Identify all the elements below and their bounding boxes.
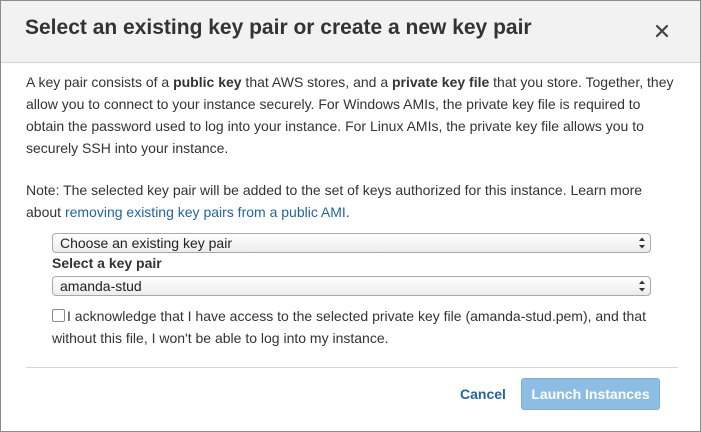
select-key-pair-label: Select a key pair — [52, 255, 162, 271]
private-key-file-term: private key file — [392, 74, 490, 90]
dialog-header: Select an existing key pair or create a … — [1, 1, 700, 63]
keypair-select[interactable]: amanda-stud — [52, 276, 651, 296]
close-icon — [655, 24, 669, 38]
acknowledge-row: I acknowledge that I have access to the … — [52, 305, 652, 349]
acknowledge-text: I acknowledge that I have access to the … — [52, 308, 646, 346]
launch-instances-button[interactable]: Launch Instances — [521, 378, 660, 410]
footer-divider — [26, 367, 678, 368]
keypair-mode-select[interactable]: Choose an existing key pair — [52, 233, 651, 253]
close-button[interactable] — [649, 16, 675, 46]
note-paragraph: Note: The selected key pair will be adde… — [26, 182, 643, 220]
removing-key-pairs-link[interactable]: removing existing key pairs from a publi… — [64, 204, 346, 220]
intro-paragraph: A key pair consists of a public key that… — [26, 74, 674, 156]
select-arrows-icon — [639, 280, 645, 292]
cancel-button[interactable]: Cancel — [460, 386, 506, 402]
acknowledge-checkbox[interactable] — [52, 309, 65, 322]
dialog-title: Select an existing key pair or create a … — [25, 16, 532, 39]
keypair-mode-value: Choose an existing key pair — [60, 235, 232, 251]
select-arrows-icon — [639, 237, 645, 249]
public-key-term: public key — [173, 74, 242, 90]
keypair-value: amanda-stud — [60, 278, 142, 294]
dialog-body: A key pair consists of a public key that… — [26, 71, 676, 223]
